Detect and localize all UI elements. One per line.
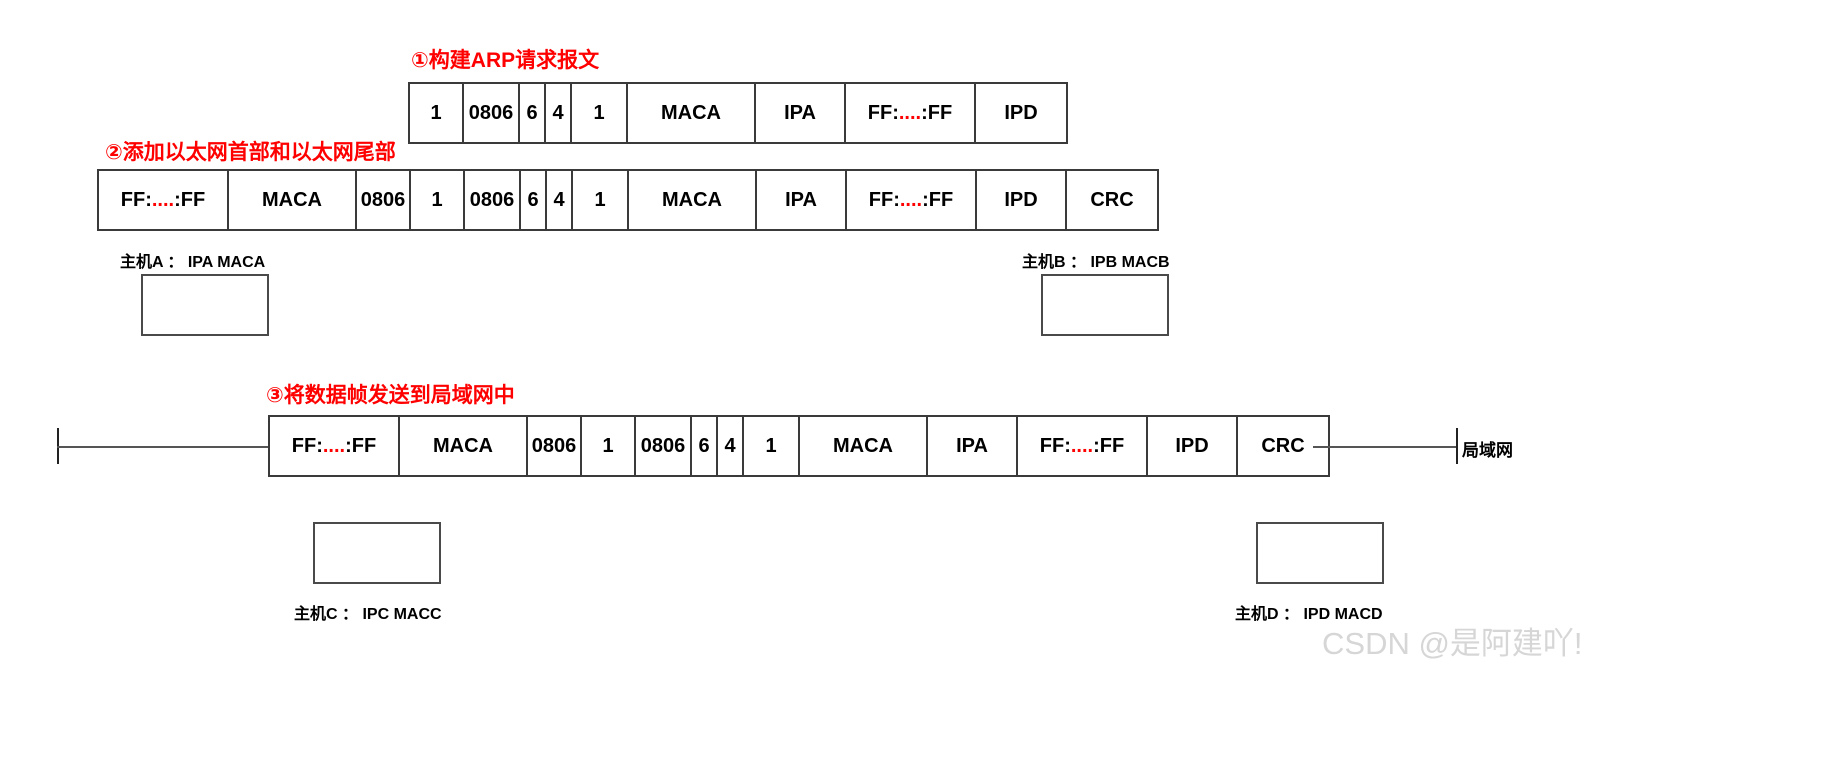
host-b-box [1041, 274, 1169, 336]
packet-field: 1 [572, 84, 628, 142]
packet-field: FF:....:FF [846, 84, 976, 142]
packet-field: IPA [756, 84, 846, 142]
packet-field: MACA [400, 417, 528, 475]
packet-field: 4 [718, 417, 744, 475]
lan-right-line [1313, 446, 1456, 448]
packet-field: 6 [520, 84, 546, 142]
packet-field: FF:....:FF [99, 171, 229, 229]
packet-field: 1 [744, 417, 800, 475]
packet-field: 1 [573, 171, 629, 229]
host-b-label: 主机B ： IPB MACB [1022, 254, 1170, 271]
packet-field: 0806 [465, 171, 521, 229]
packet-field: 4 [547, 171, 573, 229]
packet-field: 1 [582, 417, 636, 475]
step-2-title: ②添加以太网首部和以太网尾部 [105, 141, 396, 164]
packet-field: IPD [977, 171, 1067, 229]
packet-field: MACA [629, 171, 757, 229]
packet-field: MACA [800, 417, 928, 475]
packet-field: FF:....:FF [847, 171, 977, 229]
packet-field: 1 [410, 84, 464, 142]
packet-field: 4 [546, 84, 572, 142]
packet-field: 6 [521, 171, 547, 229]
packet-field: CRC [1090, 188, 1134, 211]
lan-left-line [57, 446, 270, 448]
host-c-label: 主机C ： IPC MACC [294, 606, 442, 623]
packet-field: IPD [1004, 101, 1038, 124]
packet-field: 0806 [528, 417, 582, 475]
lan-label: 局域网 [1462, 441, 1513, 460]
step-1-title: ①构建ARP请求报文 [411, 49, 600, 72]
packet-field: MACA [628, 84, 756, 142]
host-d-label: 主机D ： IPD MACD [1235, 606, 1383, 623]
lan-right-terminator [1456, 428, 1458, 464]
packet-field: FF:....:FF [1018, 417, 1148, 475]
host-c-box [313, 522, 441, 584]
host-d-box [1256, 522, 1384, 584]
packet-field: 0806 [636, 417, 692, 475]
packet-field: 0806 [464, 84, 520, 142]
csdn-watermark: CSDN @是阿建吖! [1322, 626, 1583, 661]
packet-field: IPA [928, 417, 1018, 475]
host-a-box [141, 274, 269, 336]
step-3-title: ③将数据帧发送到局域网中 [266, 384, 515, 407]
packet-field: CRC [1261, 434, 1305, 457]
packet-field: IPD [1148, 417, 1238, 475]
packet-field: 0806 [357, 171, 411, 229]
packet-field: IPA [757, 171, 847, 229]
packet-field: 1 [411, 171, 465, 229]
host-a-label: 主机A ： IPA MACA [120, 254, 266, 271]
packet-field: MACA [229, 171, 357, 229]
packet-field: FF:....:FF [270, 417, 400, 475]
packet-field: 6 [692, 417, 718, 475]
